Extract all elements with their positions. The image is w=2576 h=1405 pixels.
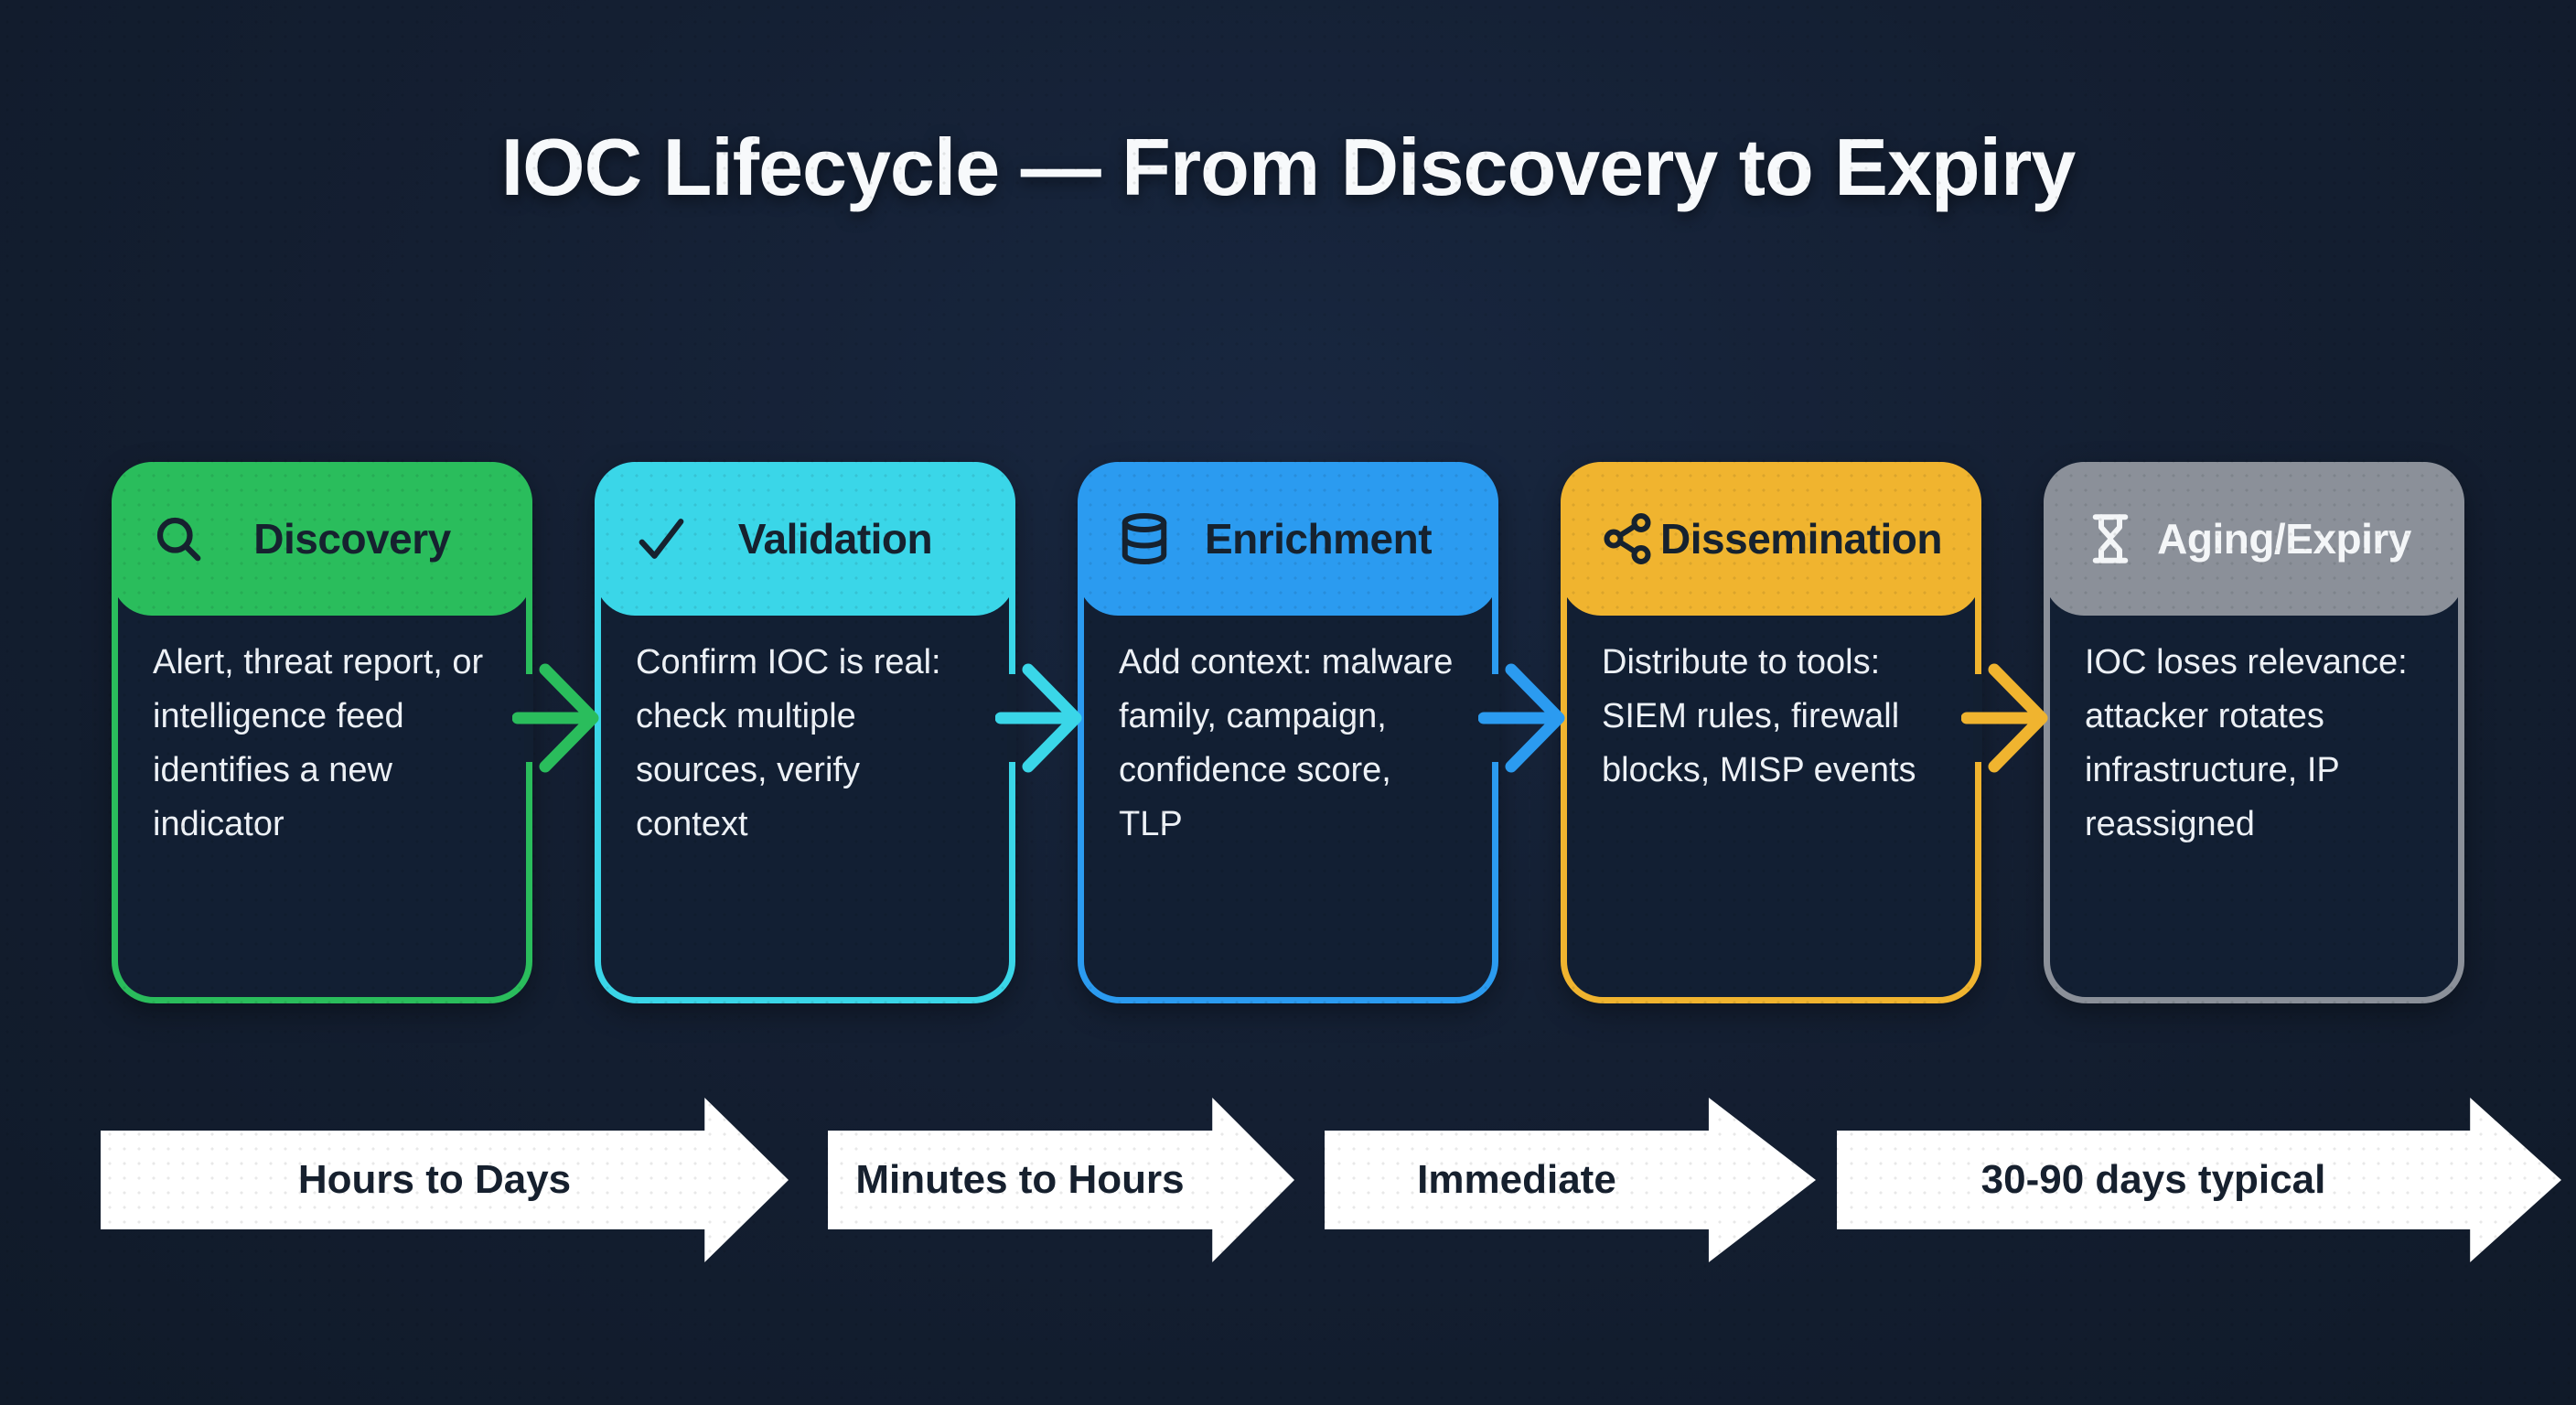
stage-card-validation: Validation Confirm IOC is real: check mu… xyxy=(595,462,1015,1003)
stage-card-aging-expiry: Aging/Expiry IOC loses relevance: attack… xyxy=(2044,462,2464,1003)
hourglass-icon xyxy=(2082,510,2139,567)
connector-arrow-validation-to-enrichment xyxy=(995,640,1132,796)
stage-header-validation: Validation xyxy=(595,462,1015,616)
stage-header-enrichment: Enrichment xyxy=(1078,462,1498,616)
stage-description: Add context: malware family, campaign, c… xyxy=(1119,643,1454,843)
timeline: Hours to Days Minutes to Hours Immediate… xyxy=(101,1098,2571,1262)
stage-card-dissemination: Dissemination Distribute to tools: SIEM … xyxy=(1561,462,1981,1003)
connector-arrow-discovery-to-validation xyxy=(512,640,649,796)
stage-header-aging-expiry: Aging/Expiry xyxy=(2044,462,2464,616)
timeline-label: 30-90 days typical xyxy=(1980,1157,2326,1202)
timeline-label: Immediate xyxy=(1417,1157,1616,1202)
stage-description: Alert, threat report, or intelligence fe… xyxy=(153,643,484,843)
stage-description: IOC loses relevance: attacker rotates in… xyxy=(2085,643,2408,843)
timeline-label: Hours to Days xyxy=(297,1157,572,1202)
connector-arrow-enrichment-to-dissemination xyxy=(1478,640,1615,796)
connector-arrow-dissemination-to-aging xyxy=(1961,640,2098,796)
stage-header-dissemination: Dissemination xyxy=(1561,462,1981,616)
database-icon xyxy=(1116,510,1173,567)
stage-label: Enrichment xyxy=(1204,515,1433,563)
stage-label: Discovery xyxy=(253,515,451,563)
stage-label: Dissemination xyxy=(1660,515,1942,563)
stage-card-enrichment: Enrichment Add context: malware family, … xyxy=(1078,462,1498,1003)
timeline-arrow-validation: Minutes to Hours xyxy=(828,1098,1294,1262)
timeline-arrow-enrichment: Immediate xyxy=(1325,1098,1816,1262)
stage-header-discovery: Discovery xyxy=(112,462,532,616)
timeline-arrow-discovery: Hours to Days xyxy=(101,1098,789,1262)
stage-card-discovery: Discovery Alert, threat report, or intel… xyxy=(112,462,532,1003)
share-icon xyxy=(1599,510,1656,567)
stage-label: Validation xyxy=(737,515,933,563)
timeline-label: Minutes to Hours xyxy=(855,1157,1185,1202)
timeline-arrow-aging: 30-90 days typical xyxy=(1837,1098,2561,1262)
stage-label: Aging/Expiry xyxy=(2157,515,2411,563)
search-icon xyxy=(150,510,207,567)
check-icon xyxy=(633,510,690,567)
page-title: IOC Lifecycle — From Discovery to Expiry xyxy=(500,122,2077,212)
stage-description: Distribute to tools: SIEM rules, firewal… xyxy=(1602,643,1916,789)
stage-description: Confirm IOC is real: check multiple sour… xyxy=(636,643,941,843)
